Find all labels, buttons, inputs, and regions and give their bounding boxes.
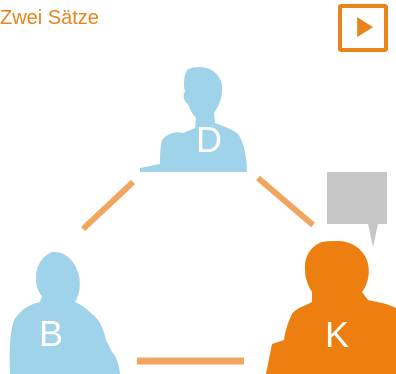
person-k-label: K [325, 314, 349, 355]
person-d: D [140, 67, 247, 172]
play-icon [357, 17, 373, 38]
connector-d-k [256, 175, 315, 228]
person-b: B [9, 251, 120, 374]
person-k: K [266, 241, 396, 374]
play-button[interactable] [338, 4, 388, 52]
page-title: Zwei Sätze [0, 7, 99, 29]
person-b-silhouette [9, 251, 120, 374]
speech-bubble-icon [327, 172, 387, 247]
connector-d-b [80, 179, 136, 232]
person-d-silhouette [140, 67, 247, 172]
person-k-silhouette [266, 241, 396, 374]
person-d-label: D [196, 119, 222, 160]
person-b-label: B [39, 313, 63, 354]
